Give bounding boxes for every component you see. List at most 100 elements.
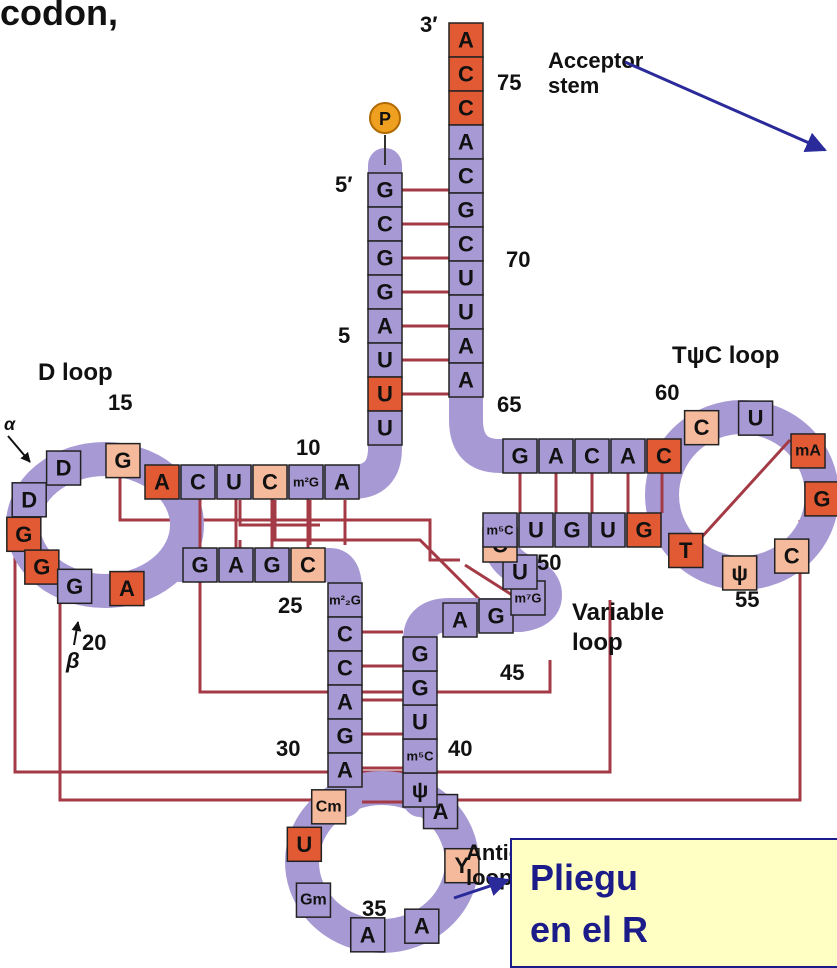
- base-letter: C: [784, 544, 800, 569]
- base-letter: A: [337, 758, 353, 783]
- position-65: 65: [497, 392, 521, 417]
- base-letter: T: [679, 538, 693, 563]
- base-letter: A: [377, 314, 393, 339]
- position-55: 55: [735, 587, 759, 612]
- base-letter: U: [377, 348, 393, 373]
- callout-line-1: Pliegu: [530, 852, 837, 904]
- base-letter: A: [548, 444, 564, 469]
- acceptor-stem-label-2: stem: [548, 73, 599, 98]
- base-letter: G: [191, 553, 208, 578]
- acceptor-stem-label-1: Acceptor: [548, 48, 644, 73]
- base-letter: G: [813, 486, 830, 511]
- base-letter: U: [748, 406, 764, 431]
- beta-label: β: [65, 648, 80, 673]
- base-letter: G: [511, 444, 528, 469]
- beta-arrow: [74, 622, 78, 645]
- base-letter: G: [15, 522, 32, 547]
- base-letter: A: [360, 922, 376, 947]
- position-35: 35: [362, 896, 386, 921]
- base-letter: C: [584, 444, 600, 469]
- base-letter: U: [296, 832, 312, 857]
- base-letter: D: [21, 487, 37, 512]
- base-letter: A: [458, 368, 474, 393]
- base-letter: m²G: [293, 475, 319, 490]
- base-letter: G: [635, 518, 652, 543]
- callout-box: Pliegu en el R: [510, 838, 837, 968]
- base-letter: U: [600, 518, 616, 543]
- variable-loop-label-2: loop: [572, 629, 623, 656]
- base-letter: G: [336, 724, 353, 749]
- base-letter: C: [458, 96, 474, 121]
- base-letter: A: [452, 608, 468, 633]
- variable-loop-label-1: Variable: [572, 599, 664, 626]
- alpha-arrow: [8, 436, 30, 462]
- position-30: 30: [276, 736, 300, 761]
- phosphate-label: P: [379, 109, 391, 129]
- backbone-d-stem-bottom: [180, 565, 345, 800]
- base-letter: m⁵C: [486, 523, 514, 538]
- base-letter: A: [154, 470, 170, 495]
- base-letter: G: [411, 642, 428, 667]
- d-loop-label: D loop: [38, 359, 113, 386]
- base-letter: C: [458, 62, 474, 87]
- base-letter: A: [458, 334, 474, 359]
- base-letter: A: [228, 553, 244, 578]
- base-letter: G: [33, 555, 50, 580]
- base-letter: C: [262, 470, 278, 495]
- position-10: 10: [296, 435, 320, 460]
- position-45: 45: [500, 660, 524, 685]
- base-letter: G: [66, 574, 83, 599]
- base-letter: G: [411, 676, 428, 701]
- five-prime-label: 5′: [335, 172, 353, 197]
- position-15: 15: [108, 390, 132, 415]
- base-letter: G: [376, 246, 393, 271]
- base-letter: U: [377, 382, 393, 407]
- base-letter: D: [56, 456, 72, 481]
- base-letter: U: [512, 560, 528, 585]
- base-letter: U: [412, 710, 428, 735]
- position-40: 40: [448, 736, 472, 761]
- base-letter: A: [337, 690, 353, 715]
- base-letter: C: [458, 164, 474, 189]
- base-letter: U: [528, 518, 544, 543]
- three-prime-label: 3′: [420, 12, 438, 37]
- base-letter: A: [119, 576, 135, 601]
- base-letter: m²₂G: [329, 593, 361, 608]
- base-letter: ψ: [412, 778, 429, 803]
- base-letter: G: [114, 448, 131, 473]
- acceptor-arrow: [625, 62, 825, 150]
- backbone-5prime-arm: [180, 165, 385, 482]
- base-letter: C: [656, 444, 672, 469]
- callout-line-2: en el R: [530, 904, 837, 956]
- position-20: 20: [82, 630, 106, 655]
- base-letter: ψ: [731, 560, 748, 585]
- base-letter: G: [376, 178, 393, 203]
- base-letter: m⁵C: [406, 749, 434, 764]
- base-letter: G: [263, 553, 280, 578]
- base-letter: G: [487, 604, 504, 629]
- position-60: 60: [655, 380, 679, 405]
- base-letter: C: [337, 622, 353, 647]
- base-letter: C: [694, 415, 710, 440]
- base-letter: C: [458, 232, 474, 257]
- base-letter: Cm: [316, 798, 342, 815]
- base-letter: U: [377, 416, 393, 441]
- base-letter: C: [190, 470, 206, 495]
- base-letter: A: [458, 130, 474, 155]
- base-letter: Gm: [300, 892, 327, 909]
- base-letter: G: [563, 518, 580, 543]
- base-letter: C: [337, 656, 353, 681]
- base-letter: G: [376, 280, 393, 305]
- position-5: 5: [338, 323, 350, 348]
- base-letter: m⁷G: [514, 591, 541, 606]
- backbone-3prime-arm: [466, 40, 665, 456]
- position-70: 70: [506, 247, 530, 272]
- base-letter: U: [458, 266, 474, 291]
- position-25: 25: [278, 593, 302, 618]
- base-letter: A: [620, 444, 636, 469]
- position-75: 75: [497, 70, 521, 95]
- base-letter: A: [458, 28, 474, 53]
- base-letter: A: [414, 914, 430, 939]
